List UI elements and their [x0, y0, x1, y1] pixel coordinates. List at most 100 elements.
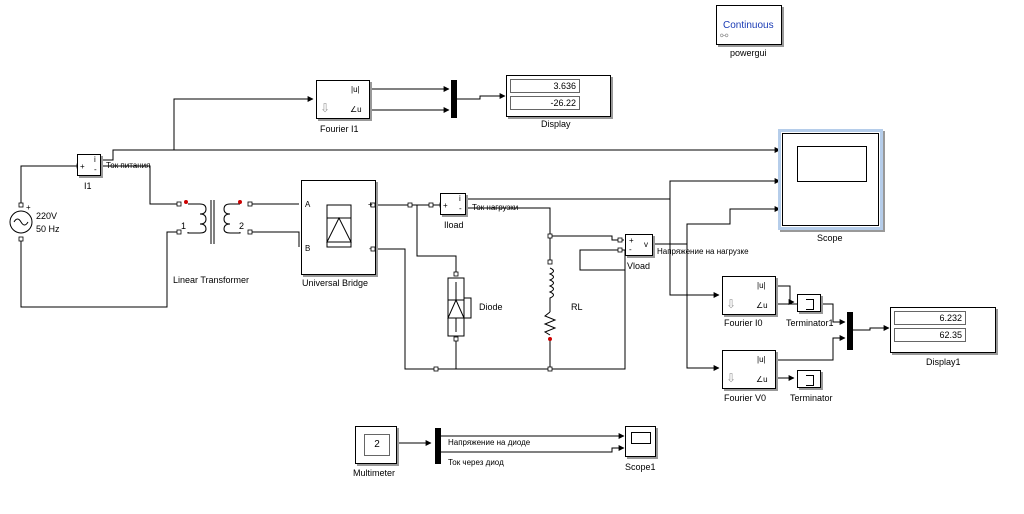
scope1-screen — [631, 432, 651, 444]
fourier-i1-name: Fourier I1 — [320, 124, 359, 134]
source-frequency: 50 Hz — [36, 224, 60, 234]
fourier-i0-icon: ⇩ — [726, 297, 737, 311]
multimeter-block[interactable]: 2 — [355, 426, 397, 464]
wire-iload-out — [466, 207, 551, 262]
i1-block[interactable]: + i - — [77, 154, 101, 176]
bridge-port-b: B — [305, 244, 311, 253]
wire-iload-to-fi0 — [669, 199, 720, 298]
rl-symbol[interactable] — [543, 267, 557, 341]
bridge-diode-icon — [326, 204, 352, 248]
fourier-i1-out1: |u| — [351, 85, 360, 94]
fourier-i1-icon: ⇩ — [320, 101, 331, 115]
iload-i: i — [459, 194, 461, 203]
wire-fi0-mag — [776, 285, 795, 305]
wire-i1-signal — [101, 149, 174, 161]
mux-display[interactable] — [451, 80, 457, 118]
terminator1-icon — [806, 299, 814, 310]
wire-node-diode-top — [416, 205, 457, 274]
powergui-icon: ⚯ — [720, 31, 729, 42]
source-voltage: 220V — [36, 211, 58, 221]
diode-name: Diode — [479, 302, 503, 312]
vload-v: v — [644, 240, 648, 249]
display-block[interactable]: 3.636 -26.22 — [506, 75, 611, 117]
svg-text:+: + — [26, 203, 31, 212]
powergui-block[interactable]: Continuous ⚯ — [716, 5, 782, 45]
ac-source[interactable]: + — [9, 203, 33, 234]
iload-name: Iload — [444, 220, 464, 230]
wire-iload-to-scope — [669, 178, 781, 199]
rl-name: RL — [571, 302, 583, 312]
mux-display1[interactable] — [847, 312, 853, 350]
scope-screen — [797, 146, 867, 182]
terminator-icon — [806, 375, 814, 386]
display1-block[interactable]: 6.232 62.35 — [890, 307, 996, 353]
wire-vload-to-scope — [686, 206, 781, 244]
fourier-i0-block[interactable]: |u| ∠u ⇩ — [722, 276, 776, 315]
wire-mux2-display1 — [853, 325, 890, 331]
display1-name: Display1 — [926, 357, 961, 367]
display1-value-2: 62.35 — [894, 328, 966, 342]
multimeter-name: Multimeter — [353, 468, 396, 478]
fourier-v0-block[interactable]: |u| ∠u ⇩ — [722, 350, 776, 389]
wire-i1-to-trans — [101, 165, 178, 205]
wire-to-fourier-i1 — [173, 96, 314, 150]
powergui-label: Continuous — [723, 20, 774, 31]
wire-source-top — [20, 165, 78, 205]
fourier-v0-name: Fourier V0 — [724, 393, 767, 403]
transformer-winding1: 1 — [181, 221, 187, 231]
fourier-i0-out2: ∠u — [756, 301, 768, 310]
display-value-2: -26.22 — [510, 96, 580, 110]
transformer-symbol[interactable] — [184, 200, 242, 244]
bridge-port-minus: - — [369, 244, 372, 253]
wire-bridge-minus — [377, 248, 626, 370]
vload-block[interactable]: + - v — [625, 234, 653, 256]
multimeter-value: 2 — [364, 434, 390, 456]
display1-value-1: 6.232 — [894, 311, 966, 325]
bridge-port-plus: + — [368, 200, 373, 209]
i1-signal-label: Ток питания — [106, 161, 151, 170]
terminator1-block[interactable] — [797, 294, 821, 312]
mux-scope1[interactable] — [435, 428, 441, 464]
vload-plus: + — [629, 236, 634, 245]
multimeter-signal-1: Напряжение на диоде — [448, 438, 531, 447]
i1-name: I1 — [84, 181, 92, 191]
vload-minus: - — [629, 245, 632, 254]
vload-name: Vload — [627, 261, 651, 271]
vload-signal-label: Напряжение на нагрузке — [657, 247, 749, 256]
bridge-name: Universal Bridge — [302, 278, 369, 288]
scope1-name: Scope1 — [625, 462, 656, 472]
bridge-port-a: A — [305, 200, 311, 209]
wire-node-vload-plus — [550, 235, 624, 241]
wire-source-bottom — [20, 231, 178, 308]
i1-minus: - — [94, 165, 97, 174]
wire-mm-sig2 — [441, 445, 625, 453]
diode-symbol[interactable] — [447, 277, 472, 337]
fourier-v0-out2: ∠u — [756, 375, 768, 384]
wire-vload-minus — [579, 249, 625, 271]
transformer-name: Linear Transformer — [173, 275, 250, 285]
display-value-1: 3.636 — [510, 79, 580, 93]
iload-signal-label: Ток нагрузки — [472, 203, 519, 212]
scope1-block[interactable] — [625, 426, 656, 457]
wire-mux-display — [457, 93, 506, 100]
display-name: Display — [541, 119, 571, 129]
transformer-winding2: 2 — [239, 221, 245, 231]
iload-block[interactable]: + i - — [440, 193, 466, 215]
universal-bridge-block[interactable]: A B + - — [301, 180, 376, 275]
fourier-i1-block[interactable]: |u| ∠u ⇩ — [316, 80, 370, 119]
iload-plus: + — [443, 201, 448, 210]
scope-block[interactable] — [778, 129, 883, 230]
fourier-v0-icon: ⇩ — [726, 371, 737, 385]
scope-name: Scope — [817, 233, 843, 243]
wire-vload-to-fv0 — [686, 244, 720, 371]
multimeter-signal-2: Ток через диод — [448, 458, 504, 467]
fourier-v0-out1: |u| — [757, 355, 766, 364]
i1-plus: + — [80, 162, 85, 171]
terminator-block[interactable] — [797, 370, 821, 388]
fourier-i1-out2: ∠u — [350, 105, 362, 114]
i1-i: i — [94, 155, 96, 164]
terminator1-name: Terminator1 — [786, 318, 834, 328]
wire-trans-bridge-b — [251, 231, 300, 247]
wire-fv0-mag — [776, 335, 846, 361]
